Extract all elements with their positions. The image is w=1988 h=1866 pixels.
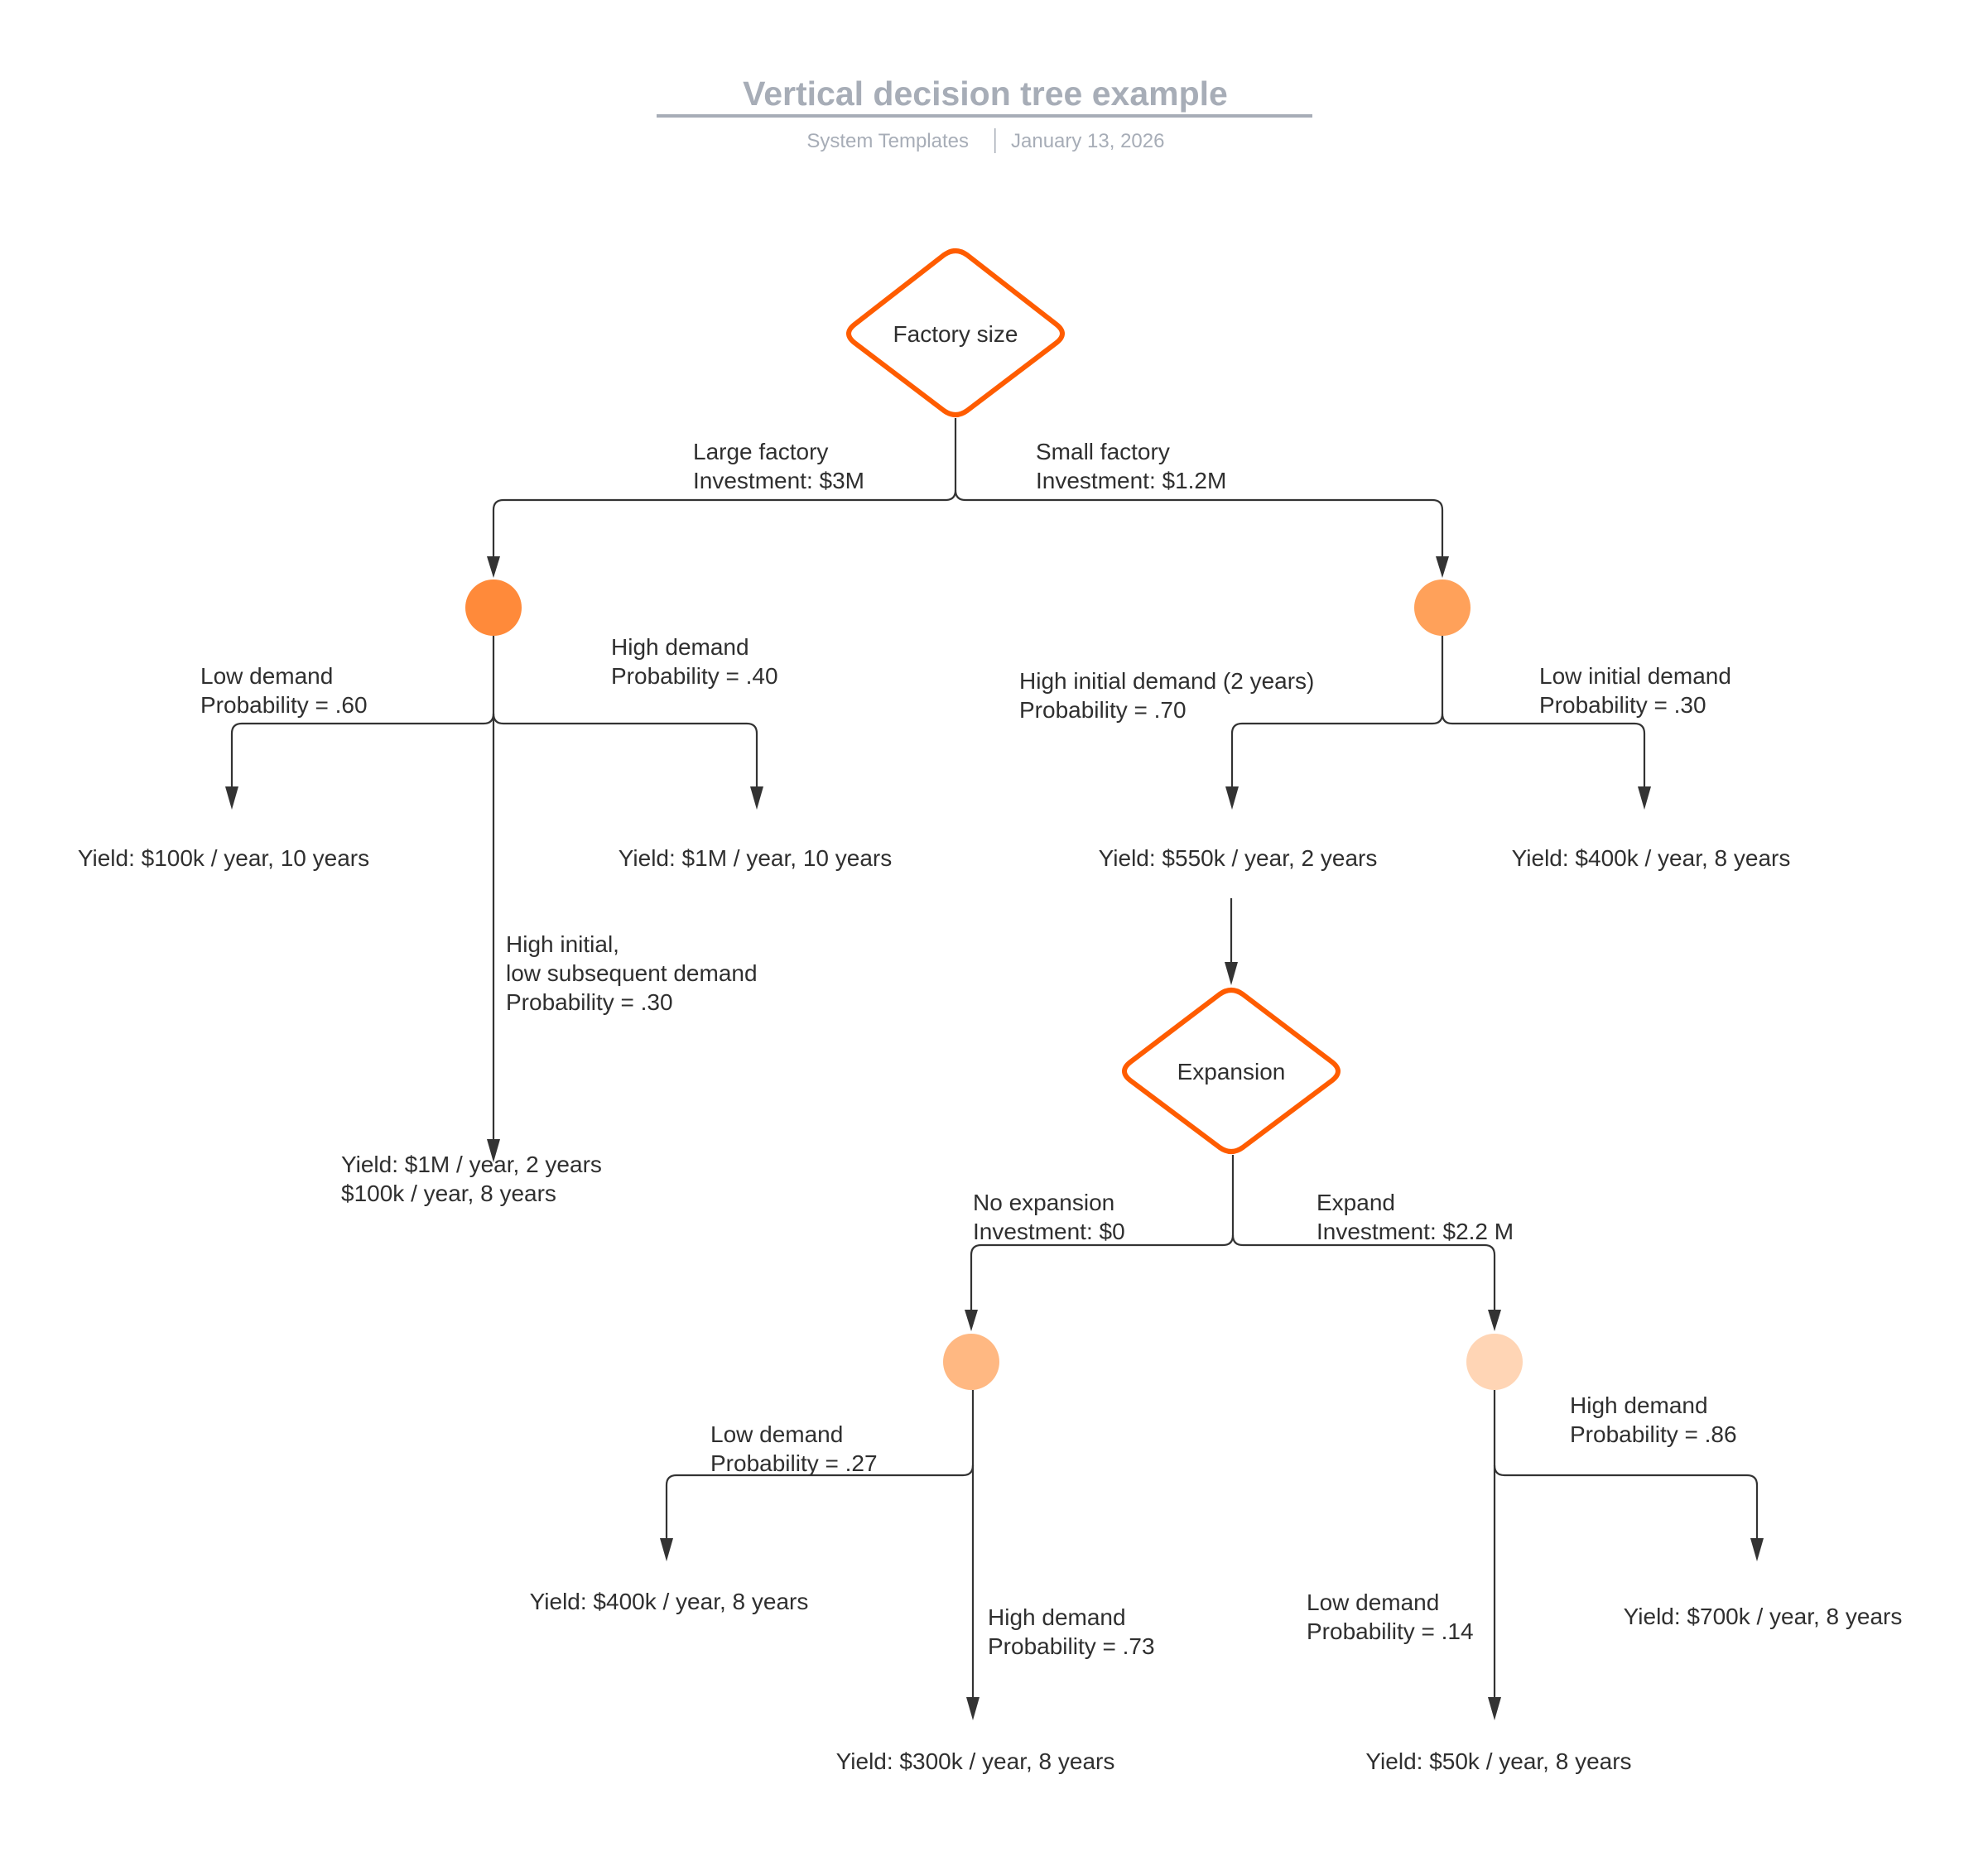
edge-large-high — [492, 713, 758, 786]
outcomes: Yield: $100k / year, 10 years Yield: $1M… — [78, 845, 1903, 1774]
outcome-exp-high: Yield: $700k / year, 8 years — [1624, 1604, 1903, 1629]
edge-root-to-small — [954, 489, 1444, 556]
page-title: Vertical decision tree example — [743, 75, 1228, 113]
document-source: System Templates — [806, 130, 969, 152]
outcome-large-mixed: Yield: $1M / year, 2 years $100k / year,… — [341, 1152, 609, 1206]
edge-label-large-mixed-demand: High initial, low subsequent demand Prob… — [506, 931, 763, 1015]
edge-root-to-large — [492, 418, 957, 556]
arrowhead-small-high-initial — [1225, 786, 1239, 810]
arrowhead-exp-low — [1488, 1697, 1501, 1720]
chance-node-large[interactable] — [465, 580, 522, 636]
decision-label: Expansion — [1177, 1059, 1286, 1084]
arrowhead-small-low-initial — [1638, 786, 1651, 810]
edge-label-exp-high-demand: High demand Probability = .86 — [1570, 1392, 1737, 1447]
arrowhead-expansion — [1225, 962, 1238, 985]
edge-label-large-low-demand: Low demand Probability = .60 — [200, 663, 368, 718]
arrowhead-no-expansion — [965, 1310, 978, 1331]
edge-expand — [1231, 1234, 1496, 1310]
outcome-exp-low: Yield: $50k / year, 8 years — [1365, 1748, 1631, 1774]
arrowhead-noexp-high — [966, 1697, 980, 1720]
decision-label: Factory size — [893, 321, 1018, 347]
outcome-small-high-initial: Yield: $550k / year, 2 years — [1099, 845, 1378, 871]
edge-label-small-high-initial: High initial demand (2 years) Probabilit… — [1019, 668, 1321, 723]
edge-label-large-factory: Large factory Investment: $3M — [693, 439, 864, 493]
outcome-large-low: Yield: $100k / year, 10 years — [78, 845, 369, 871]
arrowhead-noexp-low — [660, 1538, 673, 1561]
edge-label-small-factory: Small factory Investment: $1.2M — [1036, 439, 1226, 493]
chance-node-no-expansion[interactable] — [943, 1334, 999, 1390]
outcome-large-high: Yield: $1M / year, 10 years — [619, 845, 892, 871]
arrowhead-small — [1436, 556, 1449, 578]
edge-no-expansion — [970, 1155, 1235, 1310]
edge-label-no-expansion: No expansion Investment: $0 — [973, 1190, 1125, 1244]
connectors — [225, 418, 1764, 1720]
edge-label-small-low-initial: Low initial demand Probability = .30 — [1539, 663, 1738, 718]
arrowhead-expand — [1488, 1310, 1501, 1331]
document-header: Vertical decision tree example System Te… — [657, 75, 1312, 153]
outcome-noexp-low: Yield: $400k / year, 8 years — [530, 1589, 809, 1614]
edge-label-large-high-demand: High demand Probability = .40 — [611, 634, 778, 689]
arrowhead-large-low — [225, 786, 238, 810]
edge-label-noexp-high-demand: High demand Probability = .73 — [988, 1604, 1155, 1659]
arrowhead-exp-high — [1750, 1538, 1764, 1561]
outcome-small-low-initial: Yield: $400k / year, 8 years — [1512, 845, 1791, 871]
edge-label-exp-low-demand: Low demand Probability = .14 — [1307, 1589, 1474, 1644]
decision-node-expansion[interactable]: Expansion — [1122, 988, 1341, 1154]
arrowhead-large-mixed — [487, 1139, 500, 1162]
edge-small-high-initial — [1230, 635, 1444, 786]
arrowhead-large-high — [750, 786, 763, 810]
title-underline — [657, 114, 1312, 118]
chance-node-expand[interactable] — [1466, 1334, 1523, 1390]
arrowhead-large — [487, 556, 500, 578]
edge-small-low-initial — [1441, 713, 1646, 786]
edge-label-expand: Expand Investment: $2.2 M — [1317, 1190, 1514, 1244]
decision-node-factory-size[interactable]: Factory size — [846, 248, 1065, 417]
edge-labels: Large factory Investment: $3M Small fact… — [200, 439, 1738, 1659]
edge-label-noexp-low-demand: Low demand Probability = .27 — [710, 1421, 878, 1476]
header-separator — [994, 128, 996, 153]
document-date: January 13, 2026 — [1011, 130, 1164, 152]
decision-diamond-icon — [846, 248, 1065, 417]
chance-node-small[interactable] — [1414, 580, 1471, 636]
outcome-noexp-high: Yield: $300k / year, 8 years — [836, 1748, 1115, 1774]
decision-diamond-icon — [1122, 988, 1341, 1154]
